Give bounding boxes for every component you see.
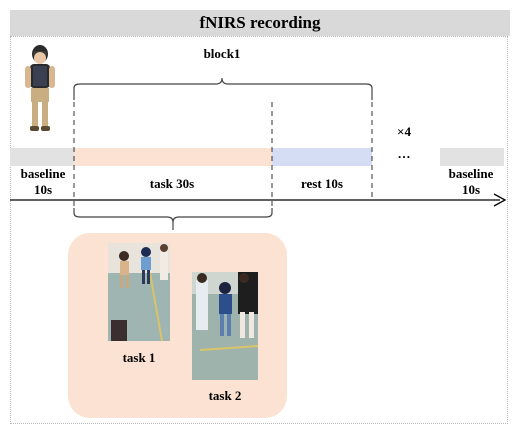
block-label: block1 xyxy=(203,46,241,61)
title-bar: fNIRS recording xyxy=(10,10,510,36)
ellipsis-label: … xyxy=(397,146,411,161)
baseline-start-band xyxy=(10,148,74,166)
rest-duration-label: rest 10s xyxy=(300,176,343,191)
adults-and-child-photo xyxy=(192,272,259,380)
task-duration-label: task 30s xyxy=(149,176,195,191)
task-bracket xyxy=(73,208,273,223)
rest-band xyxy=(272,148,372,166)
baseline-start-label: baseline 10s xyxy=(20,166,66,197)
repeat-label: ×4 xyxy=(397,124,411,139)
page-title: fNIRS recording xyxy=(199,13,321,32)
child-walking-icon xyxy=(25,45,55,131)
baseline-end-band xyxy=(440,148,504,166)
task2-label: task 2 xyxy=(208,388,242,403)
task1-label: task 1 xyxy=(122,350,156,365)
block-bracket xyxy=(73,77,373,100)
children-walking-photo xyxy=(108,243,170,342)
diagram-frame xyxy=(10,36,508,424)
task-band xyxy=(74,148,272,166)
time-axis-arrowhead xyxy=(493,193,507,207)
baseline-end-label: baseline 10s xyxy=(448,166,494,197)
